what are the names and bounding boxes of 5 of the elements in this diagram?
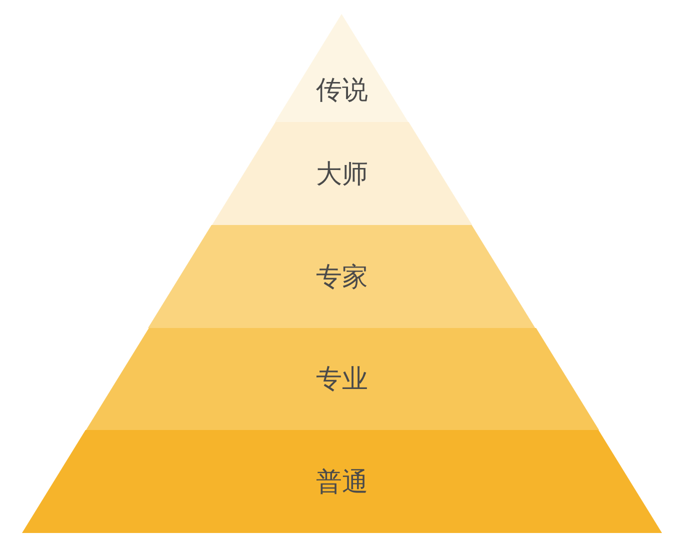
tier-label: 专家 (316, 261, 368, 294)
tier-label: 大师 (316, 158, 368, 191)
tier-label: 传说 (316, 74, 368, 108)
tier-label: 专业 (316, 364, 368, 396)
tier-label: 普通 (316, 466, 368, 499)
